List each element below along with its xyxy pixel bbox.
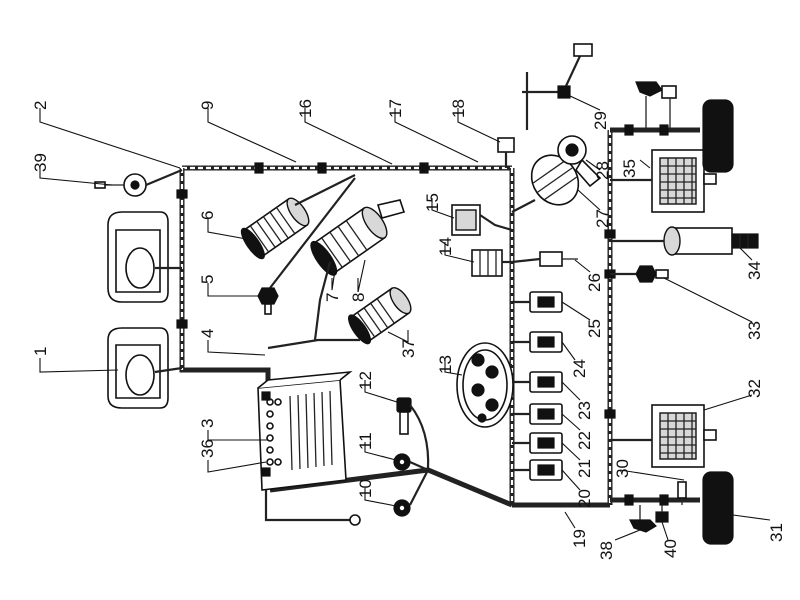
label-30: 30 [613,459,632,478]
label-3: 3 [198,419,217,428]
label-37: 37 [399,339,418,358]
pulley-part-28 [557,135,602,188]
headlamp-part-1 [107,327,183,409]
rear-lamp-part-32 [610,404,717,468]
label-16: 16 [296,99,315,118]
label-10: 10 [356,479,375,498]
sensor-part-26 [511,251,578,267]
marker-lamp-part-40 [655,505,669,523]
relay-part-18 [497,137,515,168]
part-labels: 2 39 1 9 16 17 18 6 5 4 3 36 7 8 37 12 1… [31,99,786,560]
rear-lamp-part-35 [610,149,717,213]
label-19: 19 [570,529,589,548]
label-33: 33 [745,321,764,340]
label-1: 1 [31,347,50,356]
wheel-top [702,99,734,173]
label-38: 38 [597,541,616,560]
label-6: 6 [198,211,217,220]
fuse-part-20 [512,459,563,481]
headlamp-upper [107,211,182,303]
label-12: 12 [356,371,375,390]
starter-motor-part-6 [240,174,356,260]
label-22: 22 [575,431,594,450]
instrument-cluster-part-13 [456,342,514,428]
sensor-part-10 [393,469,429,517]
connector-part-14 [471,249,512,277]
label-15: 15 [423,193,442,212]
label-39: 39 [31,153,50,172]
sensor-part-33 [610,265,669,283]
label-13: 13 [436,355,455,374]
cylinder-part-34 [610,226,759,256]
label-24: 24 [570,359,589,378]
label-26: 26 [585,273,604,292]
marker-lamp-top [635,81,677,130]
label-28: 28 [593,161,612,180]
fuse-part-24 [512,331,563,353]
leader-lines [39,94,771,541]
label-8: 8 [349,293,368,302]
label-31: 31 [767,523,786,542]
switch-part-15 [451,204,513,236]
fuse-part-21 [512,432,563,454]
sensor-part-12 [396,397,430,471]
label-11: 11 [356,432,375,450]
label-27: 27 [593,209,612,228]
sensor-part-5 [257,177,356,315]
fuse-part-25 [512,291,563,313]
label-32: 32 [745,379,764,398]
label-2: 2 [31,101,50,110]
label-34: 34 [745,261,764,280]
battery-part-3 [257,370,361,526]
terminal-block-part-36 [261,391,282,477]
label-5: 5 [198,275,217,284]
motor-part-27 [511,154,580,213]
pedal-switch-part-29 [522,43,593,130]
label-29: 29 [591,111,610,130]
label-35: 35 [620,159,639,178]
fuse-part-22 [512,403,563,425]
label-18: 18 [449,99,468,118]
fuse-part-23 [512,371,563,393]
sensor-part-30 [677,481,687,505]
label-14: 14 [436,237,455,256]
horn-part-39 [94,168,183,197]
marker-lamp-part-38 [629,505,657,533]
label-7: 7 [323,293,342,302]
label-21: 21 [575,459,594,478]
sensor-part-11 [393,453,429,472]
alternator-part-7-8 [310,199,406,341]
label-17: 17 [386,99,405,118]
label-25: 25 [585,319,604,338]
label-9: 9 [198,101,217,110]
label-4: 4 [198,329,217,338]
label-36: 36 [198,439,217,458]
label-40: 40 [661,539,680,558]
label-20: 20 [575,489,594,508]
motor-part-37 [267,287,412,350]
label-23: 23 [575,401,594,420]
wheel-part-31 [702,471,734,545]
